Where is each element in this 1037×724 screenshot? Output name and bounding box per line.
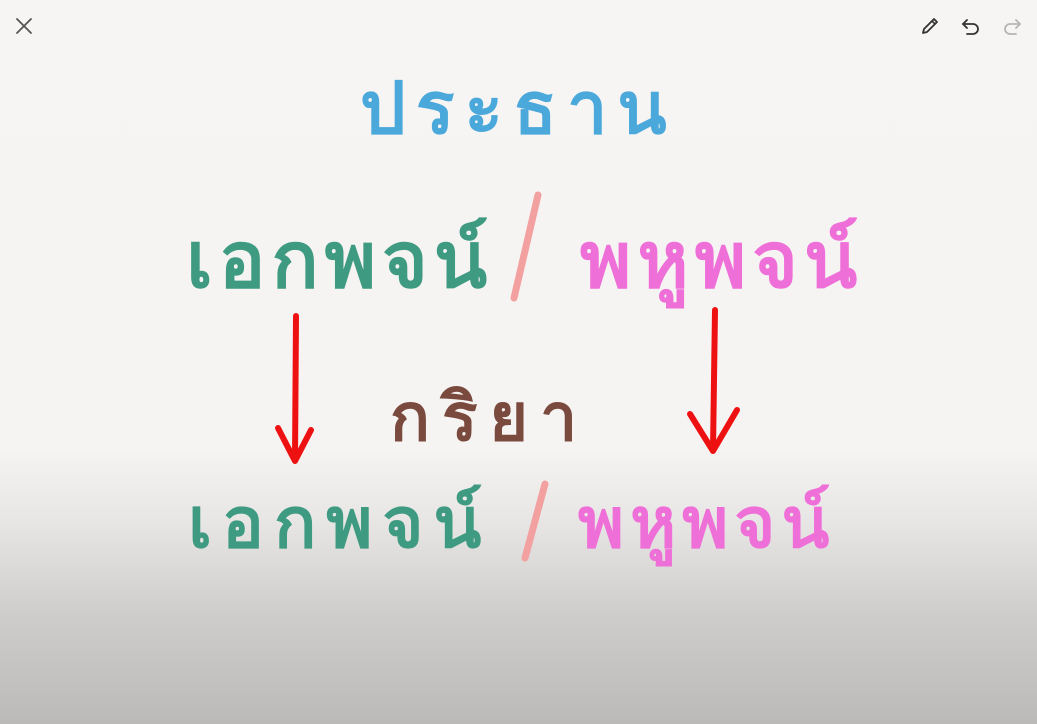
pencil-button[interactable] <box>916 12 944 40</box>
pencil-icon <box>922 18 938 34</box>
close-button[interactable] <box>10 12 38 40</box>
redo-button[interactable] <box>998 12 1026 40</box>
plural-word-top: พหูพจน์ <box>580 216 864 306</box>
singular-word-bottom: เอกพจน์ <box>188 482 492 564</box>
undo-button[interactable] <box>957 12 985 40</box>
subject-word: ประธาน <box>360 66 677 150</box>
singular-word-top: เอกพจน์ <box>186 216 494 306</box>
redo-icon <box>1004 19 1021 35</box>
undo-icon <box>962 19 979 35</box>
close-icon <box>16 18 32 34</box>
plural-word-bottom: พหูพจน์ <box>578 482 836 564</box>
verb-word: กริยา <box>390 379 590 456</box>
